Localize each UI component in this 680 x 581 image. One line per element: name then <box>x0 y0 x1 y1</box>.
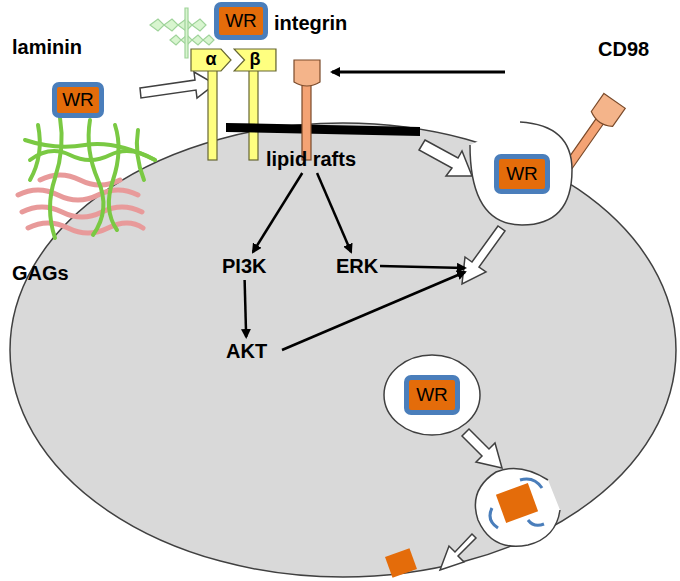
gag-chains <box>18 175 143 233</box>
erk-arrow <box>380 266 465 268</box>
integrin-label: integrin <box>274 12 347 34</box>
open-arrows <box>140 72 505 570</box>
pi3k-node: PI3K <box>222 255 266 277</box>
node-text: WR <box>225 11 257 32</box>
gags-label: GAGs <box>12 262 69 284</box>
lysosome <box>475 468 560 546</box>
wr-peptide: WR <box>52 82 104 118</box>
node-text: α <box>205 50 216 70</box>
node-text: laminin <box>12 36 82 58</box>
cell-body <box>10 123 676 577</box>
endosome <box>384 355 480 435</box>
laminin-label: laminin <box>12 36 82 58</box>
wr-peptide: WR <box>494 154 550 194</box>
node-text: CD98 <box>598 38 649 60</box>
wr-fragment <box>385 548 417 578</box>
node-text: GAGs <box>12 262 69 284</box>
wr-peptide: WR <box>214 2 268 40</box>
node-text: lipid rafts <box>266 148 356 170</box>
node-text: PI3K <box>222 255 266 277</box>
cd98-arrow <box>332 71 505 74</box>
signal-arrow <box>245 280 247 337</box>
integrin-beta: β <box>233 48 277 72</box>
node-text: WR <box>62 90 94 111</box>
node-text: ERK <box>336 255 378 277</box>
integrin-legs <box>208 70 258 160</box>
lipid-rafts-label: lipid rafts <box>266 148 356 170</box>
signal-arrow <box>317 173 351 252</box>
lipid-raft <box>226 123 420 136</box>
cd98-bound <box>294 60 320 160</box>
endocytic-pit <box>470 122 572 225</box>
integrin-alpha: α <box>190 48 232 72</box>
wr-degrading <box>490 479 544 528</box>
wr-peptide: WR <box>404 375 460 415</box>
cd98-label: CD98 <box>598 38 649 60</box>
akt-node: AKT <box>226 340 267 362</box>
node-text: WR <box>416 385 448 406</box>
node-text: WR <box>506 164 538 185</box>
node-text: β <box>250 50 261 70</box>
laminin-chains <box>25 118 155 238</box>
node-text: integrin <box>274 12 347 34</box>
erk-node: ERK <box>336 255 378 277</box>
akt-arrow <box>282 272 465 350</box>
signal-arrow <box>253 173 302 252</box>
node-text: AKT <box>226 340 267 362</box>
